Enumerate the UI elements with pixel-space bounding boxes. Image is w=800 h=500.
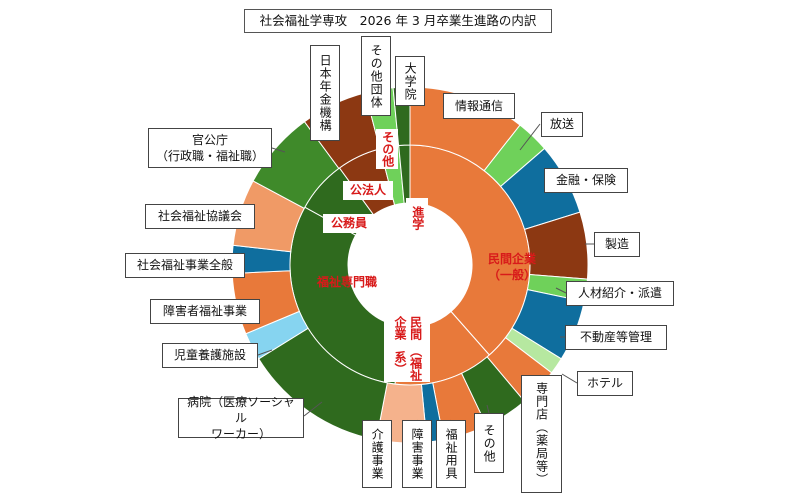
label-senmonten: 専門店（薬局等） xyxy=(521,375,562,493)
label-fukushi-yogu: 福祉用具 xyxy=(436,420,466,488)
leader-line-1 xyxy=(519,123,541,151)
inner-label-sonota: その他 xyxy=(376,129,398,169)
leader-line-13 xyxy=(257,349,273,356)
label-jido: 児童養護施設 xyxy=(162,343,258,368)
inner-label-shingaku: 進学 xyxy=(406,198,428,238)
inner-label-minkan-fukushi: 民間企業（福祉系） xyxy=(384,312,430,382)
label-fudosan: 不動産等管理 xyxy=(565,325,667,350)
inner-label-minkan-ippan: 民間企業（一般） xyxy=(487,252,536,282)
label-jinzai: 人材紹介・派遣 xyxy=(566,281,674,306)
label-hoso: 放送 xyxy=(541,112,583,137)
label-shakyo: 社会福祉協議会 xyxy=(145,204,255,229)
leader-line-12 xyxy=(303,401,323,417)
leader-line-8 xyxy=(486,404,490,414)
label-nenkin: 日本年金機構 xyxy=(310,45,340,141)
leader-line-6 xyxy=(561,373,578,384)
inner-label-kohojin: 公法人 xyxy=(343,181,393,200)
label-johotsushin: 情報通信 xyxy=(443,93,515,119)
label-kaigo: 介護事業 xyxy=(362,420,392,488)
label-sonota-outer: その他 xyxy=(474,413,504,473)
label-hotel: ホテル xyxy=(577,371,633,396)
leader-line-4 xyxy=(555,287,567,294)
label-sonota-dantai: その他団体 xyxy=(361,36,391,116)
label-kankocho: 官公庁（行政職・福祉職） xyxy=(148,128,272,168)
label-shogaisha: 障害者福祉事業 xyxy=(150,299,260,324)
label-seizo: 製造 xyxy=(594,232,640,257)
label-kinyu: 金融・保険 xyxy=(544,168,628,193)
inner-label-komuin: 公務員 xyxy=(323,214,375,233)
label-daigakuin: 大学院 xyxy=(395,56,425,106)
label-shakai-zenpan: 社会福祉事業全般 xyxy=(125,253,245,278)
leader-line-17 xyxy=(271,147,286,153)
label-byoin: 病院（医療ソーシャルワーカー） xyxy=(178,395,304,441)
chart-title: 社会福祉学専攻 2026 年 3 月卒業生進路の内訳 xyxy=(244,9,552,33)
inner-label-fukushi-senmon: 福祉専門職 xyxy=(316,275,377,290)
label-shogai-jigyo: 障害事業 xyxy=(402,420,432,488)
